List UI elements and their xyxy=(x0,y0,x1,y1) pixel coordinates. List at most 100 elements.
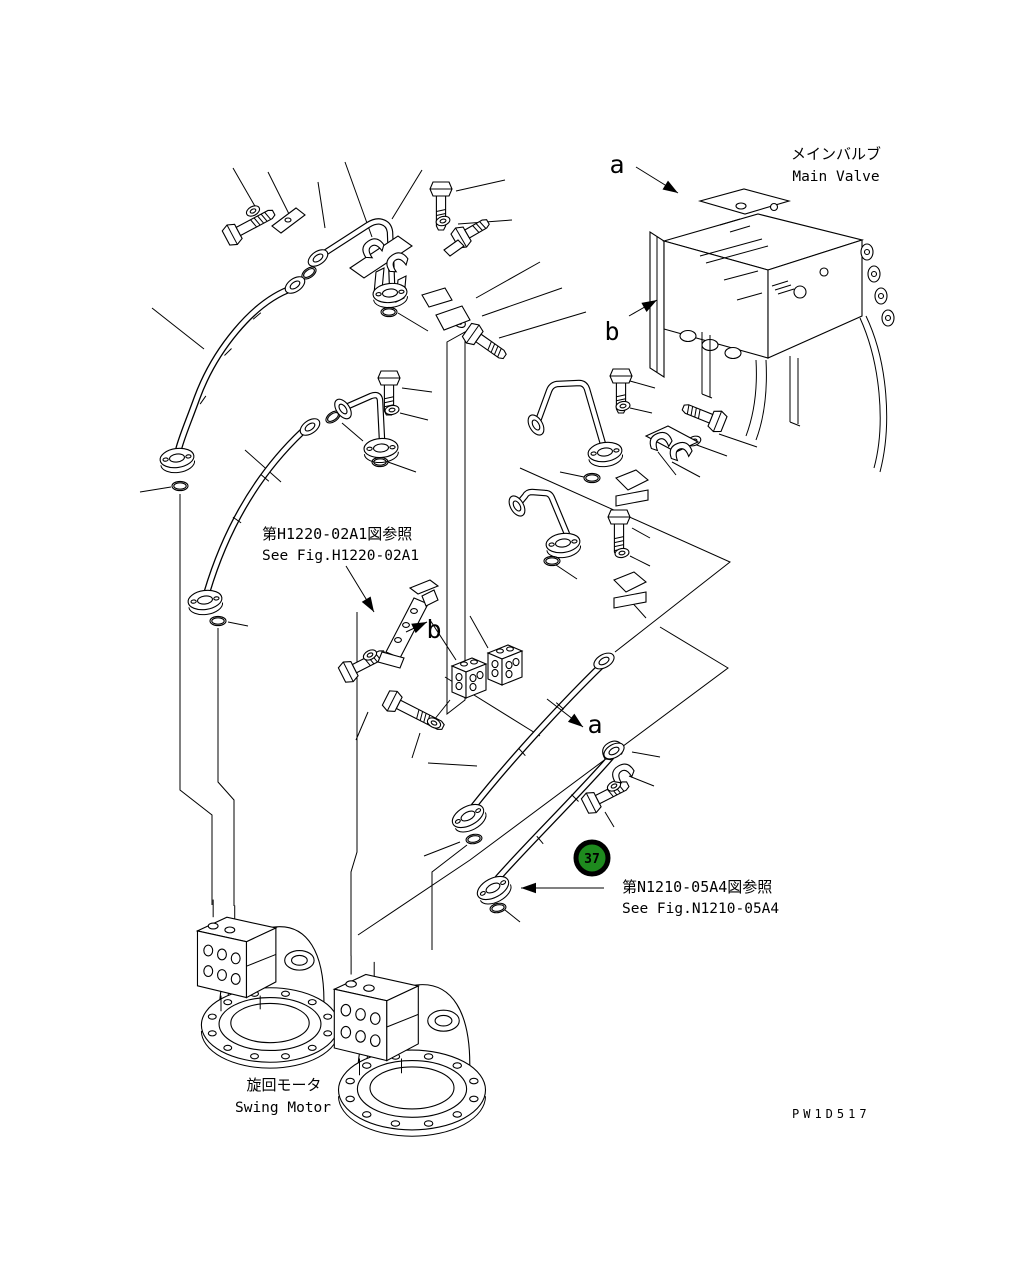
path-shape xyxy=(346,395,382,440)
bolt-thread xyxy=(614,541,623,543)
line-shape xyxy=(700,239,762,256)
path-shape xyxy=(346,395,382,440)
hose-tick xyxy=(253,313,261,319)
bolt-thread xyxy=(493,346,500,355)
ellipse-shape xyxy=(285,218,291,222)
bolt-thread xyxy=(436,214,445,216)
path-shape xyxy=(474,666,601,806)
polygon-shape xyxy=(386,598,428,658)
leader-line xyxy=(719,434,757,447)
hose-tick xyxy=(200,396,206,404)
hydraulic-hoses xyxy=(178,288,611,878)
polygon-shape xyxy=(436,306,470,330)
hose-tick xyxy=(571,794,578,801)
ellipse-shape xyxy=(725,348,741,359)
part-balloon-37[interactable]: 37 xyxy=(576,842,608,874)
line-shape xyxy=(724,271,758,280)
ref-letter-a-top: a xyxy=(609,150,624,179)
path-shape xyxy=(432,845,467,950)
leader-line xyxy=(398,313,428,331)
path-shape xyxy=(860,318,880,468)
construction-lines xyxy=(180,332,730,956)
bolt-thread xyxy=(476,223,482,232)
polygon-shape xyxy=(768,240,862,358)
bolt-icon xyxy=(337,643,390,684)
pipe-flange-icon xyxy=(524,411,548,439)
bolt-shaft xyxy=(236,209,276,236)
path-shape xyxy=(866,316,887,472)
ref-letter-b-mid: b xyxy=(426,615,441,644)
o-ring-icon xyxy=(171,480,189,492)
bolt-head-edge xyxy=(466,325,479,343)
leader-line xyxy=(152,308,204,349)
manifold-block xyxy=(451,657,487,699)
bolt-thread xyxy=(384,397,393,399)
see-fig-h1220-label-en: See Fig.H1220-02A1 xyxy=(262,548,419,564)
flange-icon xyxy=(186,587,225,618)
balloon-circle[interactable] xyxy=(576,842,608,874)
bolt-thread xyxy=(418,711,424,720)
ellipse-shape xyxy=(403,623,410,628)
leader-line xyxy=(629,776,654,786)
hose-tick xyxy=(556,703,563,710)
see-fig-n1210-label-en: See Fig.N1210-05A4 xyxy=(622,901,779,917)
flange-icon xyxy=(472,871,516,910)
swing-motor-left xyxy=(196,899,340,1069)
main-valve-assembly xyxy=(650,189,894,472)
leader-line xyxy=(245,450,281,482)
hose-tick xyxy=(261,475,269,481)
polygon-shape xyxy=(444,240,464,256)
line-shape xyxy=(702,394,712,398)
leader-line xyxy=(658,452,676,475)
path-shape xyxy=(720,219,750,232)
bolt-icon xyxy=(580,774,633,815)
bolt-head-edge xyxy=(343,662,353,682)
polygon-shape xyxy=(616,470,648,490)
circle-shape xyxy=(886,316,891,321)
bolt-thread xyxy=(436,210,445,212)
flange-icon xyxy=(158,445,197,476)
bolt-shaft xyxy=(465,218,490,238)
leader-line xyxy=(505,910,520,922)
leader-line xyxy=(388,462,416,472)
bolt-icon xyxy=(381,688,448,737)
circle-shape xyxy=(879,294,884,299)
hose-tick xyxy=(537,836,543,844)
leader-line xyxy=(476,262,540,298)
ellipse-shape xyxy=(395,638,402,643)
bolt-thread xyxy=(697,409,702,418)
leader-line xyxy=(428,763,477,766)
main-valve-label-en: Main Valve xyxy=(792,169,879,185)
o-ring-icon xyxy=(380,306,398,318)
flange-fittings xyxy=(158,245,628,910)
steel-pipes xyxy=(320,221,603,534)
leader-line xyxy=(424,842,460,856)
bolt-thread xyxy=(422,713,428,722)
balloon-number: 37 xyxy=(584,852,600,867)
leader-line xyxy=(630,556,650,566)
circle-shape xyxy=(794,286,806,298)
path-shape xyxy=(772,281,794,294)
reference-arrows xyxy=(346,167,681,894)
leader-line xyxy=(400,413,428,420)
bolt-thread xyxy=(616,399,625,401)
path-shape xyxy=(178,288,293,452)
arrowhead-icon xyxy=(361,596,379,615)
line-shape xyxy=(706,246,768,263)
ref-letter-b-top: b xyxy=(604,317,619,346)
leader-line xyxy=(392,170,422,219)
bolt-icon xyxy=(221,203,279,248)
bolt-head-edge xyxy=(456,228,467,247)
leader-line xyxy=(694,444,727,456)
bolt-thread xyxy=(496,348,503,357)
swing-motor-right xyxy=(333,955,487,1137)
leader-line xyxy=(342,423,363,441)
leader-line xyxy=(356,712,368,740)
bolt-thread xyxy=(251,219,257,228)
leader-line xyxy=(412,733,420,758)
leader-line xyxy=(470,616,488,648)
see-fig-n1210-label-jp: 第N1210-05A4図参照 xyxy=(622,878,772,896)
leader-line xyxy=(672,462,700,477)
